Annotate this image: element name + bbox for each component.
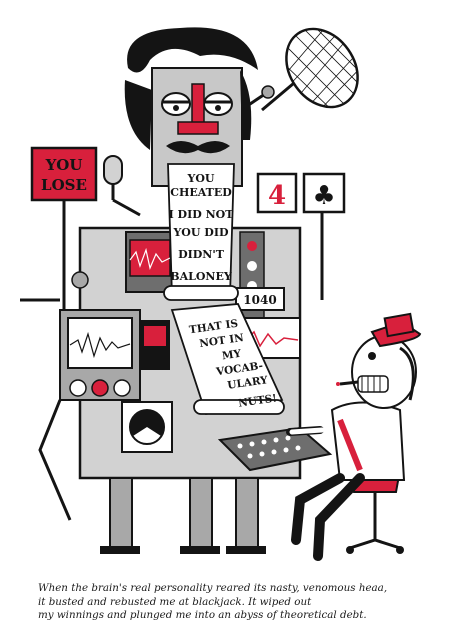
paper-tape-upper: YOU CHEATED I DID NOT YOU DID DIDN'T BAL… [163, 163, 239, 301]
tape-line-3: I DID NOT [169, 208, 235, 221]
svg-text:BALONEY: BALONEY [170, 270, 232, 283]
illustration: YOU LOSE 4 ♣ 1040 [20, 21, 422, 561]
radar-dish [261, 21, 369, 119]
you-lose-sign: YOU LOSE [30, 146, 98, 320]
sign-text-top: YOU [45, 156, 83, 174]
gambler-figure [286, 312, 422, 561]
svg-text:DIDN'T: DIDN'T [178, 248, 225, 261]
card-display: 4 ♣ [256, 172, 346, 300]
sign-text-bottom: LOSE [41, 176, 87, 194]
caption-line-3: my winnings and plunged me into an abyss… [38, 609, 367, 622]
svg-text:YOU DID: YOU DID [172, 226, 229, 239]
caption-line-1: When the brain's real personality reared… [38, 582, 388, 594]
tape2-line-3: MY [221, 348, 242, 363]
tape-line-6: BALONEY [170, 270, 232, 283]
club-icon: ♣ [312, 181, 335, 211]
tape2-line-5: ULARY [227, 374, 269, 392]
tape-line-1: YOU [186, 172, 214, 185]
caption: When the brain's real personality reared… [38, 582, 458, 623]
keyboard [217, 426, 333, 472]
robot-head [124, 27, 275, 187]
caption-line-2: it busted and rebusted me at blackjack. … [38, 595, 312, 608]
paper-tape-lower: THAT IS NOT IN MY VOCAB- ULARY NUTS! [170, 303, 285, 416]
tape-line-4: YOU DID [172, 226, 229, 239]
svg-text:I DID NOT: I DID NOT [169, 208, 235, 221]
card-value: 4 [268, 181, 286, 211]
counter-display: 1040 [243, 293, 276, 307]
svg-text:YOU: YOU [186, 172, 214, 185]
tape-line-2: CHEATED [170, 186, 232, 199]
tape2-line-6: NUTS! [238, 392, 278, 409]
tape-line-5: DIDN'T [178, 248, 225, 261]
svg-text:CHEATED: CHEATED [170, 186, 232, 199]
microphone [103, 155, 141, 217]
